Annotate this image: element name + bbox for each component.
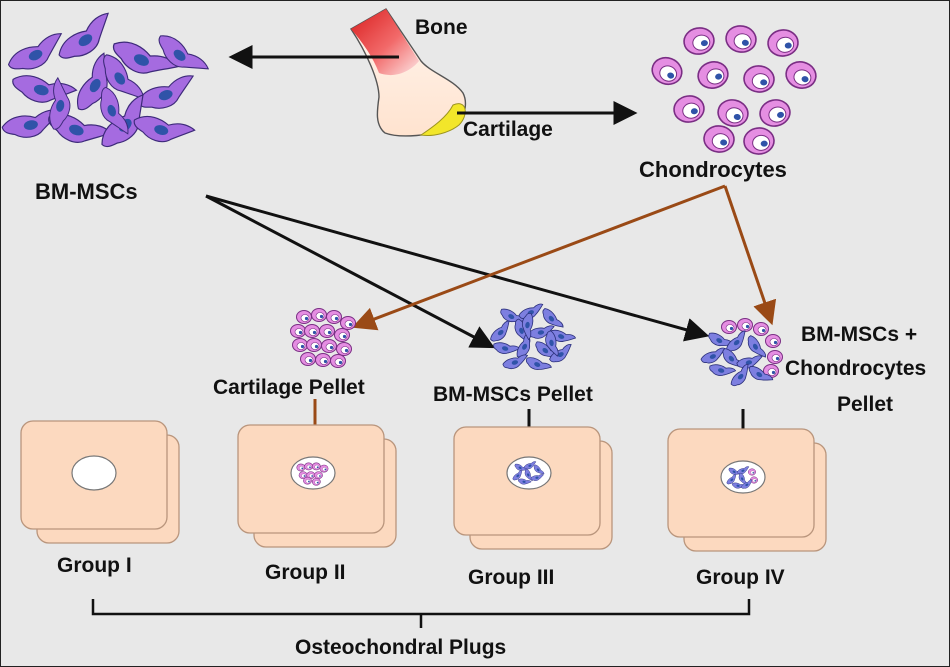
label-bm-mscs: BM-MSCs	[35, 179, 138, 204]
plug-group-i	[20, 420, 180, 544]
osteochondral-bracket	[91, 599, 751, 628]
arrow-chondrocytes-to-cartilage-pellet	[351, 184, 726, 331]
arrow-chondrocytes-to-mixed-pellet	[723, 185, 777, 326]
mixed-pellet	[699, 318, 783, 390]
label-cartilage: Cartilage	[463, 118, 553, 141]
label-cartilage-pellet: Cartilage Pellet	[213, 376, 365, 399]
label-group-ii: Group II	[265, 561, 346, 584]
label-group-iii: Group III	[468, 566, 555, 589]
label-mixed-pellet-line2: Chondrocytes	[785, 357, 927, 380]
label-group-i: Group I	[57, 554, 132, 577]
chondrocytes-cluster	[647, 22, 820, 156]
bm-mscs-cluster	[1, 10, 211, 156]
arrow-bm-mscs-to-msc-pellet	[205, 194, 495, 349]
label-group-iv: Group IV	[696, 566, 785, 589]
label-mixed-pellet-line1: BM-MSCs +	[801, 323, 918, 346]
plug-group-ii	[237, 424, 397, 548]
bm-mscs-pellet	[487, 302, 577, 376]
plug-group-iii	[453, 426, 613, 550]
bone-illustration	[350, 8, 467, 137]
label-chondrocytes: Chondrocytes	[639, 157, 787, 182]
plug-group-iv	[667, 428, 827, 552]
cartilage-pellet	[290, 308, 356, 368]
label-bm-mscs-pellet: BM-MSCs Pellet	[433, 383, 593, 406]
label-bone: Bone	[415, 16, 468, 39]
arrow-bm-mscs-to-mixed-pellet	[205, 194, 710, 342]
label-mixed-pellet-line3: Pellet	[837, 393, 894, 416]
label-osteochondral-plugs: Osteochondral Plugs	[295, 636, 507, 659]
cartilage-layer	[419, 103, 466, 136]
